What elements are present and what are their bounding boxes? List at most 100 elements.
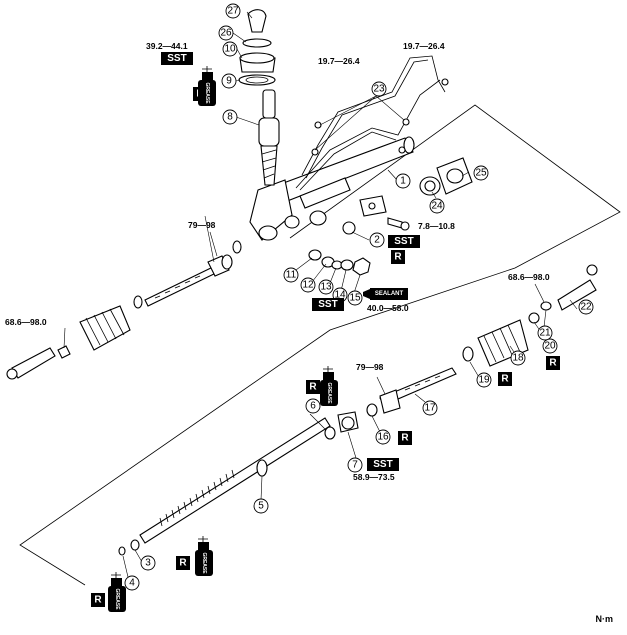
callout-20: 20 — [542, 338, 558, 354]
svg-text:25: 25 — [475, 168, 487, 179]
rack-seal-3 — [130, 539, 140, 551]
torque-unit-label: N·m — [595, 614, 614, 624]
svg-text:11: 11 — [286, 270, 297, 281]
svg-text:R: R — [309, 382, 317, 393]
callout-17: 17 — [422, 400, 438, 416]
svg-text:SST: SST — [167, 53, 186, 64]
svg-text:GREASE: GREASE — [114, 588, 120, 610]
torque-inner-rod-left: 79—98 — [188, 220, 216, 230]
svg-text:17: 17 — [424, 403, 436, 414]
torque-pipe-left: 19.7—26.4 — [318, 56, 360, 66]
svg-text:8: 8 — [227, 112, 233, 123]
left-boot — [79, 305, 131, 351]
callout-13: 13 — [318, 279, 334, 295]
torque-bracket-bolt: 7.8—10.8 — [418, 221, 455, 231]
svg-text:6: 6 — [310, 401, 316, 412]
grease-tube-rack-right: GREASE — [320, 366, 338, 406]
yoke-parts — [308, 221, 371, 276]
yoke-plug-7 — [337, 411, 359, 433]
svg-text:19: 19 — [478, 375, 490, 386]
svg-text:10: 10 — [224, 44, 236, 55]
pressure-pipes — [295, 55, 449, 191]
rack-bar — [139, 417, 331, 544]
svg-text:GREASE: GREASE — [201, 552, 207, 574]
svg-text:SST: SST — [318, 299, 337, 310]
rack-seal-6 — [324, 426, 336, 440]
callout-26: 26 — [218, 25, 234, 41]
callout-10: 10 — [222, 41, 238, 57]
replace-badge-4: R — [91, 593, 105, 607]
pinion-shaft — [258, 89, 280, 186]
left-washer — [232, 240, 242, 254]
svg-text:20: 20 — [544, 341, 556, 352]
cap-27 — [247, 9, 267, 33]
torque-yoke-locknut: 40.0—58.0 — [367, 303, 409, 313]
replace-badge-20: R — [546, 356, 560, 370]
replace-badge-19: R — [498, 372, 512, 386]
torque-rod-end-left: 68.6—98.0 — [5, 317, 47, 327]
grease-tube-oil-seal: GREASE — [108, 572, 126, 612]
replace-badge-16: R — [398, 431, 412, 445]
svg-text:R: R — [401, 433, 409, 444]
svg-text:15: 15 — [349, 293, 361, 304]
callout-24: 24 — [429, 198, 445, 214]
torque-pipe-right: 19.7—26.4 — [403, 41, 445, 51]
svg-text:R: R — [94, 595, 102, 606]
left-inner-ball-joint — [144, 254, 233, 307]
svg-text:27: 27 — [227, 6, 239, 17]
callout-7: 7 — [347, 457, 363, 473]
svg-text:R: R — [394, 252, 402, 263]
sst-badge-pinion: SST — [161, 52, 193, 65]
callout-5: 5 — [253, 498, 269, 514]
mounting-bracket — [436, 157, 473, 195]
svg-text:9: 9 — [226, 76, 232, 87]
replace-badge-3: R — [176, 556, 190, 570]
callout-6: 6 — [305, 398, 321, 414]
svg-text:26: 26 — [220, 28, 232, 39]
sst-badge-14: SST — [312, 298, 344, 311]
callout-1: 1 — [395, 173, 411, 189]
callout-4: 4 — [124, 575, 140, 591]
svg-text:22: 22 — [580, 302, 592, 313]
svg-text:12: 12 — [302, 280, 314, 291]
callout-21: 21 — [537, 325, 553, 341]
grease-tube-rack-left: GREASE — [195, 536, 213, 576]
callout-18: 18 — [510, 350, 526, 366]
svg-text:SST: SST — [373, 459, 392, 470]
svg-text:23: 23 — [373, 84, 385, 95]
svg-text:18: 18 — [512, 353, 524, 364]
grease-tube-pinion: GREASE — [198, 66, 216, 106]
pinion-locknut-10 — [239, 52, 276, 73]
replace-badge-2: R — [391, 250, 405, 264]
callout-25: 25 — [473, 165, 489, 181]
left-tie-rod-end — [6, 345, 71, 380]
torque-yoke-plug: 58.9—73.5 — [353, 472, 395, 482]
svg-text:4: 4 — [129, 578, 135, 589]
svg-text:13: 13 — [320, 282, 332, 293]
callout-2: 2 — [369, 232, 385, 248]
callout-23: 23 — [371, 81, 387, 97]
callout-16: 16 — [375, 429, 391, 445]
callout-27: 27 — [225, 3, 241, 19]
svg-text:GREASE: GREASE — [204, 82, 210, 104]
callout-9: 9 — [221, 73, 237, 89]
torque-rod-end-right: 68.6—98.0 — [508, 272, 550, 282]
svg-text:14: 14 — [334, 290, 346, 301]
svg-text:R: R — [501, 374, 509, 385]
left-boot-clip — [133, 295, 143, 309]
washer-26 — [242, 38, 272, 48]
bracket-and-bolt — [359, 195, 410, 231]
torque-pinion-locknut: 39.2—44.1 — [146, 41, 188, 51]
clip-19 — [462, 346, 474, 362]
svg-text:R: R — [549, 358, 557, 369]
replace-badge-6: R — [306, 380, 320, 394]
callout-3: 3 — [140, 555, 156, 571]
right-tie-rod-end — [528, 264, 598, 324]
washer-16 — [366, 403, 378, 417]
callout-8: 8 — [222, 109, 238, 125]
leader-lines — [63, 11, 578, 578]
callout-12: 12 — [300, 277, 316, 293]
svg-text:24: 24 — [431, 201, 443, 212]
sst-badge-2: SST — [388, 235, 420, 248]
